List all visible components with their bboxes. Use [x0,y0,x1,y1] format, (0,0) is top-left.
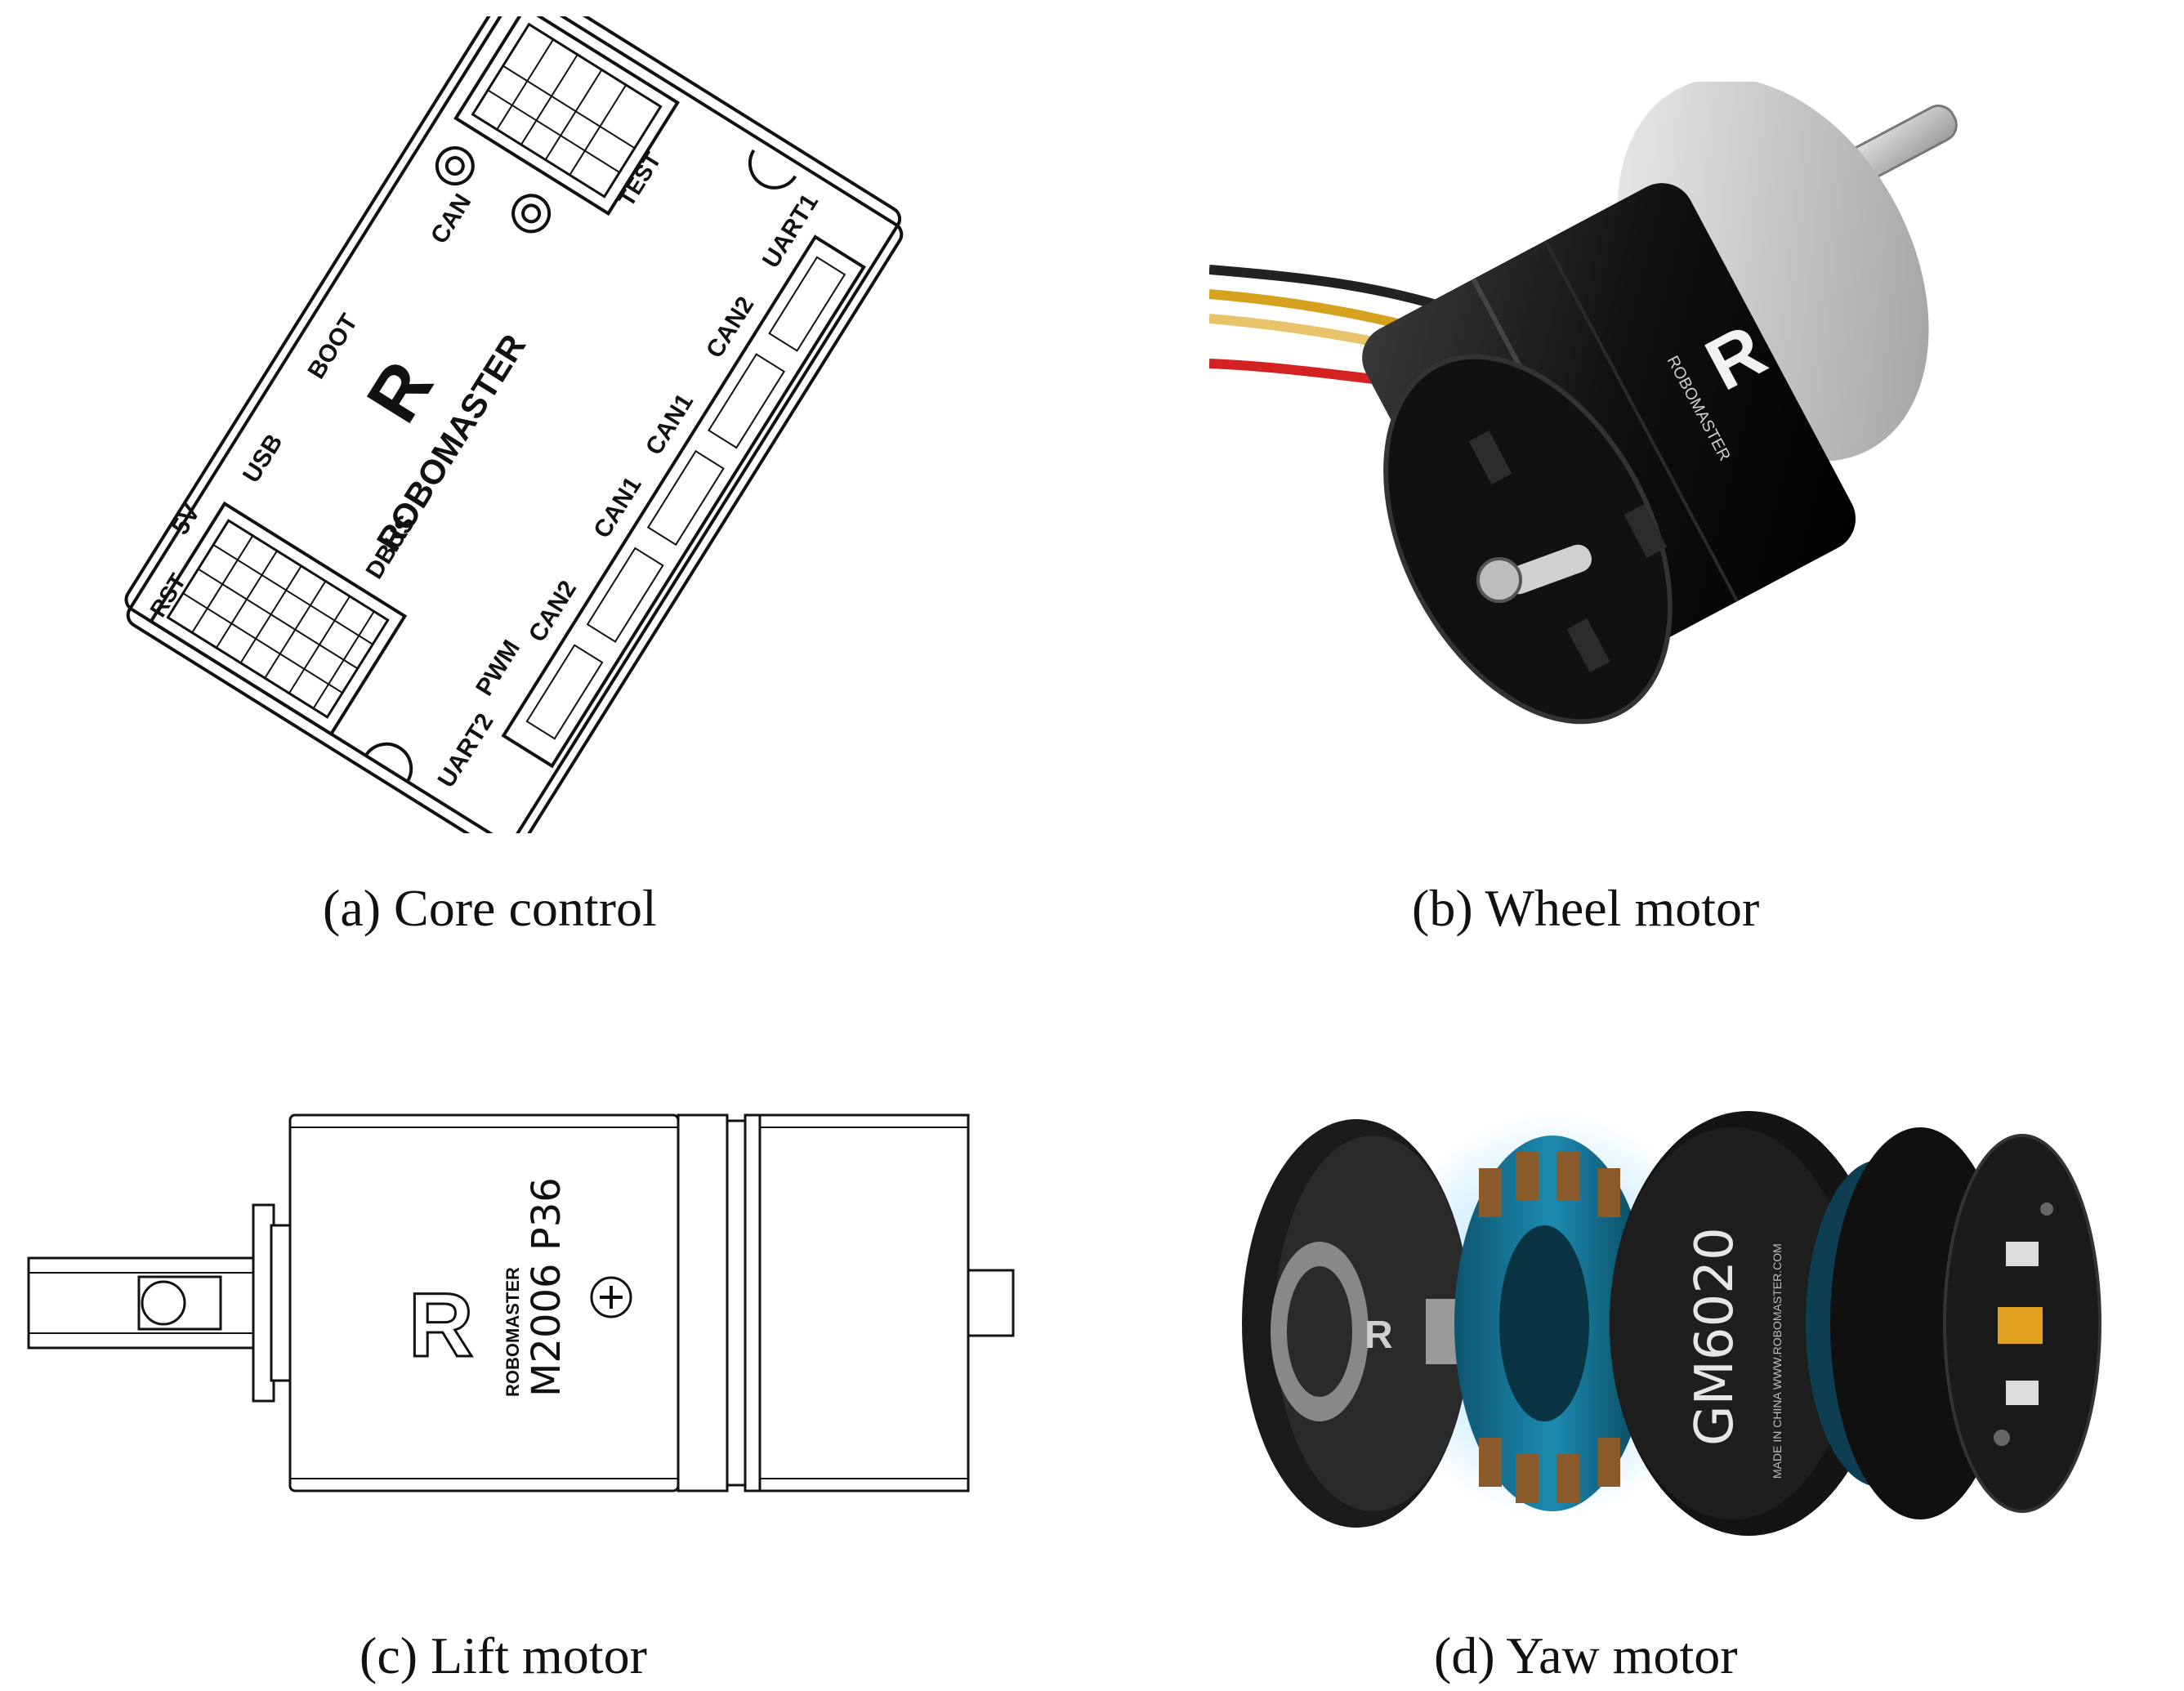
yaw-motor-figure: R GM6020 MADE IN CHINA WWW.ROBOMASTER.CO… [1242,1095,2108,1552]
caption-wheel-motor: (b) Wheel motor [1412,879,1760,937]
yaw-motor-exploded-illustration: R GM6020 MADE IN CHINA WWW.ROBOMASTER.CO… [1242,1111,2101,1536]
caption-core-control: (a) Core control [323,879,657,937]
lift-motor-model-text: M2006 P36 [524,1177,569,1397]
lift-motor-brand-text: ROBOMASTER [502,1267,523,1397]
caption-yaw-motor: (d) Yaw motor [1434,1626,1738,1684]
caption-lift-motor: (c) Lift motor [360,1626,647,1684]
robomaster-logo-icon: R [409,1275,473,1376]
core-control-figure: ROBOMASTER R TEST CAN2 CAN1 CAN1 CAN2 CA… [123,16,907,833]
core-control-board-drawing: ROBOMASTER R TEST CAN2 CAN1 CAN1 CAN2 CA… [124,16,904,833]
yaw-motor-model-text: GM6020 [1685,1227,1745,1446]
lift-motor-drawing: R ROBOMASTER M2006 P36 [27,1113,1015,1492]
wheel-motor-illustration: R ROBOMASTER [1209,82,1958,725]
lift-motor-figure: R ROBOMASTER M2006 P36 [16,1103,1029,1511]
wheel-motor-figure: R ROBOMASTER [1209,82,2067,760]
robomaster-logo-icon: R [1364,1314,1393,1357]
yaw-motor-small-text: MADE IN CHINA WWW.ROBOMASTER.COM [1771,1243,1784,1479]
